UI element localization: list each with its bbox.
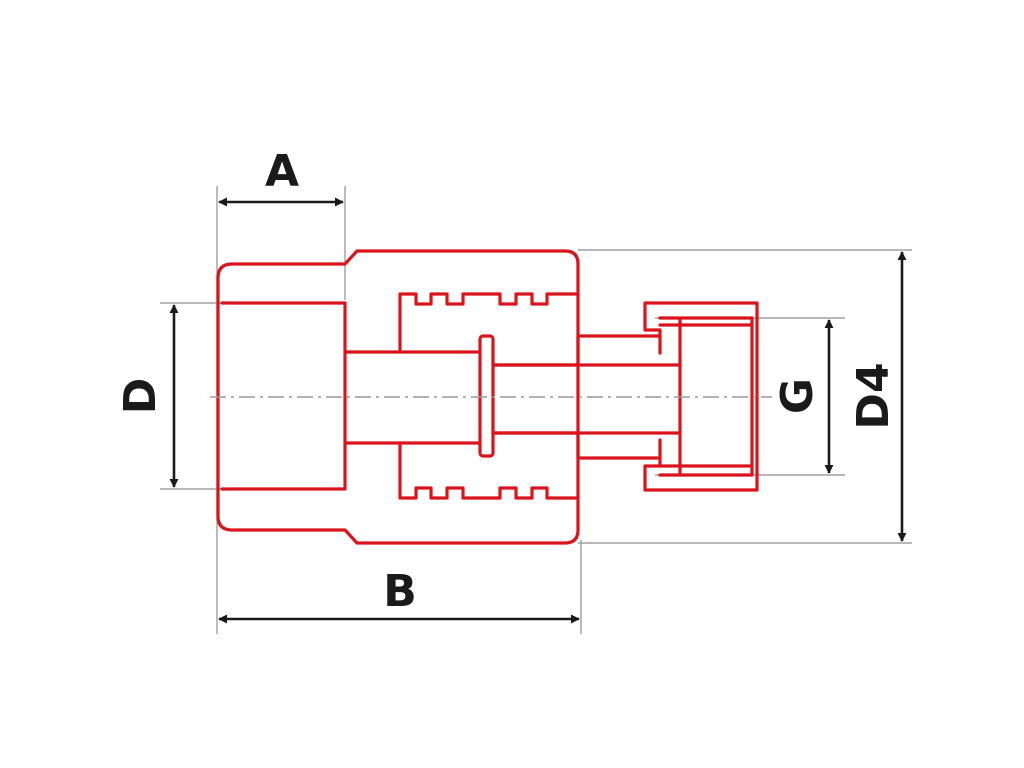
label-d4: D4: [848, 362, 899, 429]
label-d: D: [115, 378, 166, 415]
collar-flange: [478, 334, 495, 458]
label-b: B: [383, 566, 417, 617]
dimension-lines: [169, 197, 907, 624]
fitting-body: [216, 249, 580, 545]
fitting-outline: [216, 249, 759, 545]
dimension-labels: A B D G D4: [115, 146, 899, 617]
label-g: G: [772, 378, 823, 414]
socket-bore: [220, 301, 347, 491]
thread-profile-bottom: [398, 441, 580, 500]
thread-profile-top: [398, 292, 580, 354]
label-a: A: [265, 146, 299, 197]
